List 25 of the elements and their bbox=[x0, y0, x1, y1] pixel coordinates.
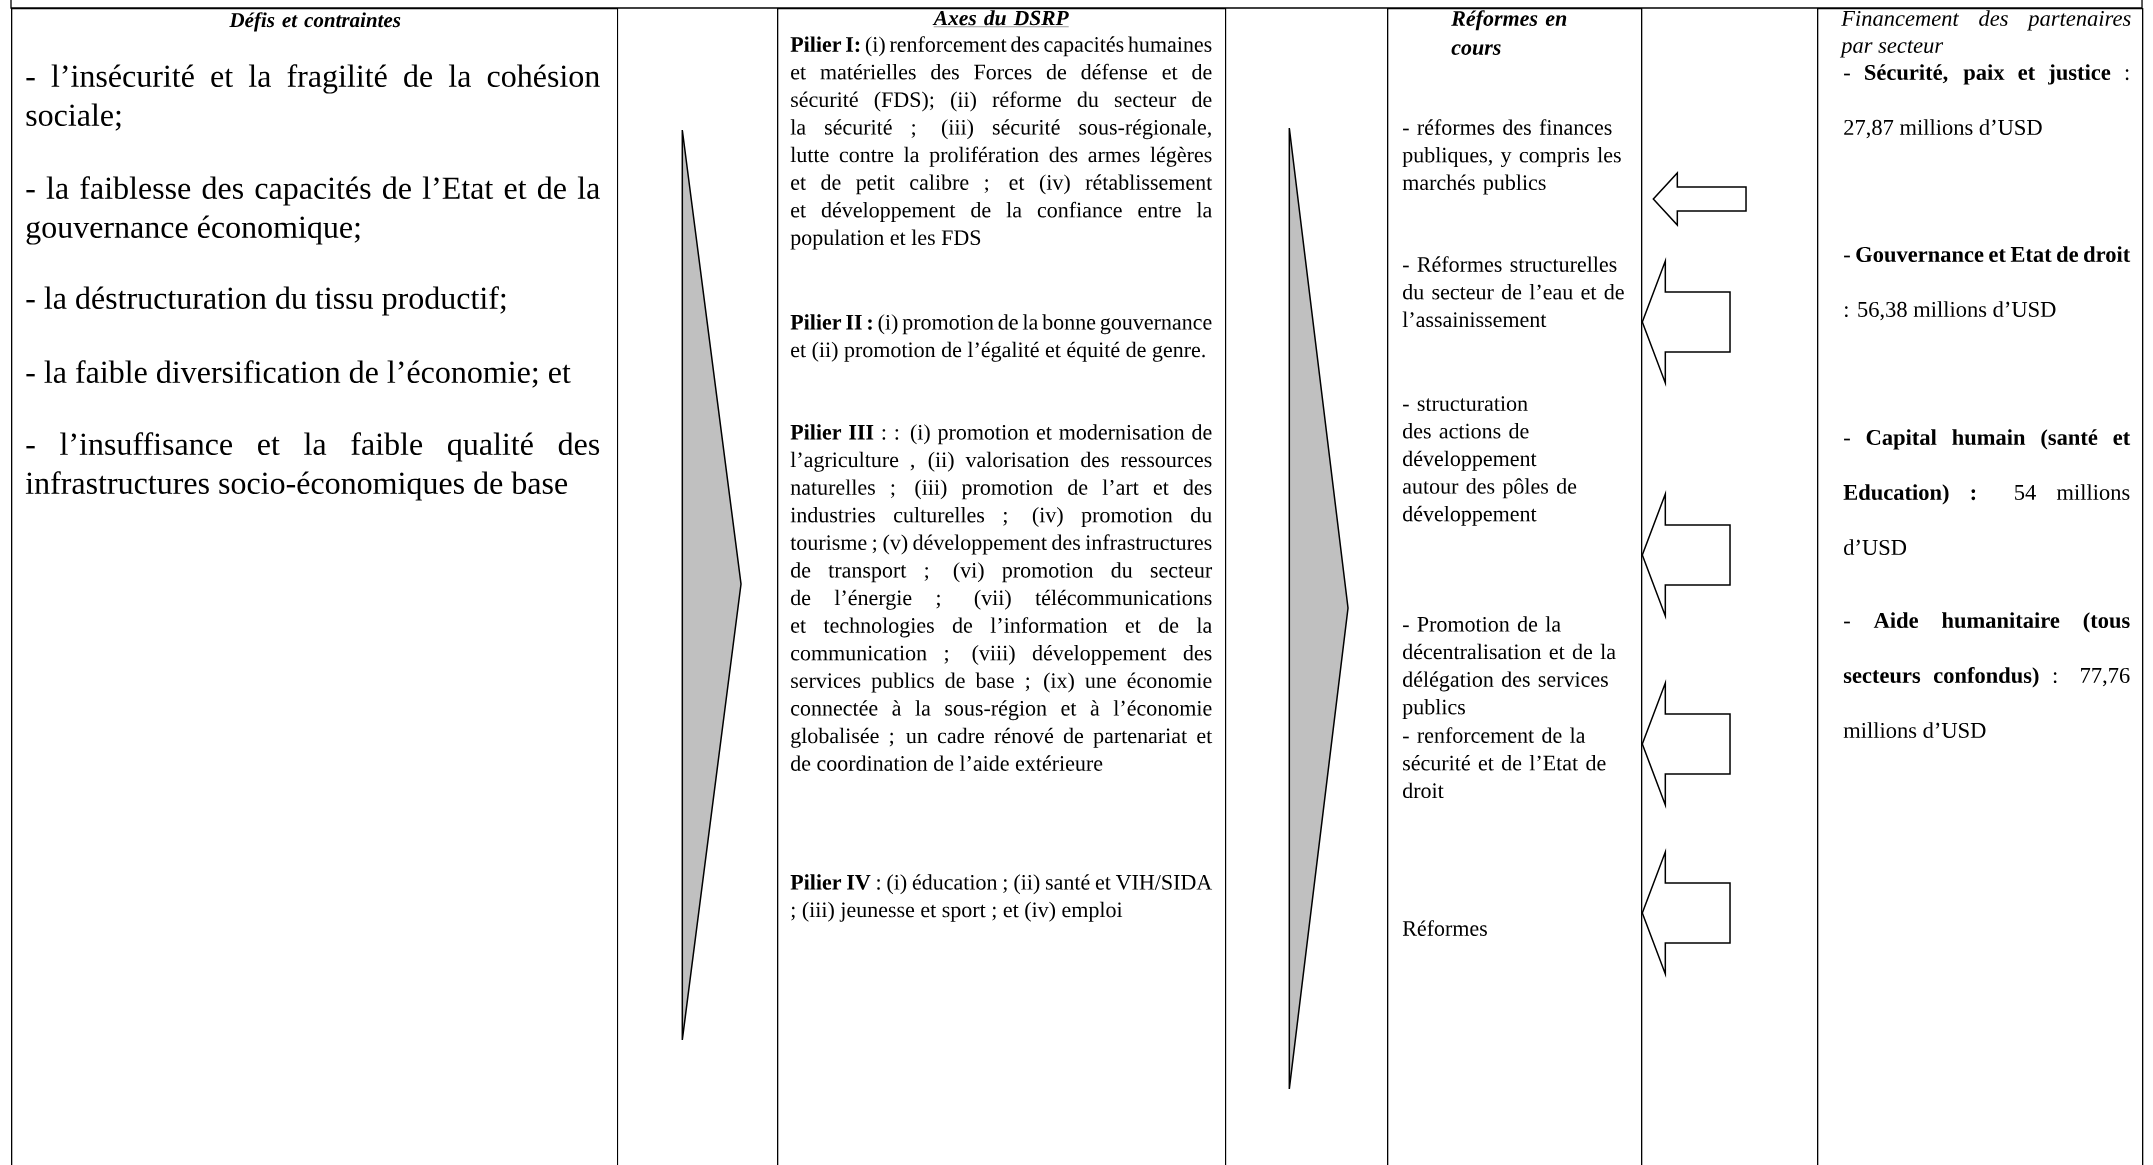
paragraph: Pilier I: (i) renforcement des capacités humaines et matérielles des Forces de défense et de sécurité (FDS); (ii) réforme du secteur de la sécurité ; (iii) sécurité sous-régionale, lutte contre la prolifération des armes légères et de petit calibre ; et (iv) rétablissement et développement de la confiance entre la population et les FDS bbox=[790, 36, 1213, 250]
paragraph: Pilier III : : (i) promotion et modernisation de l’agriculture , (ii) valorisation des ressources naturelles ; (iii) promotion de l’art et des industries culturelles ; (iv) promotion du tourisme ; (v) développement des infrastructures de transport ; (vi) promotion du secteur de l’énergie ; (vii) télécommunications et technologies de l’information et de la communication ; (viii) développement des services publics de base ; (ix) une économie connectée à la sous-région et à l’économie globalisée ; un cadre rénové de partenariat et de coordination de l’aide extérieure bbox=[790, 424, 1213, 771]
paragraph: Pilier IV : (i) éducation ; (ii) santé et VIH/SIDA ; (iii) jeunesse et sport ; et (iv) emploi bbox=[790, 874, 1213, 922]
list-item: - Sécurité, paix et justice : 27,87 millions d’USD bbox=[1844, 64, 2129, 139]
list-item: - l’insécurité et la fragilité de la cohésion sociale; bbox=[26, 64, 600, 131]
list-item: - Réformes structurelles du secteur de l’eau et de l’assainissement bbox=[1402, 256, 1624, 328]
paragraph: Pilier II : (i) promotion de la bonne gouvernance et (ii) promotion de l’égalité et équité de genre. bbox=[790, 314, 1212, 362]
list-item: - la faiblesse des capacités de l’Etat et de la gouvernance économique; bbox=[26, 176, 600, 245]
column-heading: Axes du DSRP bbox=[932, 10, 1069, 27]
list-item: - renforcement de la sécurité et de l’Etat de droit bbox=[1403, 727, 1606, 799]
chevron-arrow bbox=[681, 129, 742, 1041]
list-item: - Capital humain (santé et Education) : 54 millions d’USD bbox=[1843, 429, 2131, 556]
list-item: - la faible diversification de l’économie; et bbox=[26, 360, 571, 388]
list-item: - Gouvernance et Etat de droit : 56,38 millions d’USD bbox=[1844, 246, 2131, 321]
list-item: - réformes des finances publiques, y compris les marchés publics bbox=[1402, 119, 1621, 195]
column-heading: Défis et contraintes bbox=[229, 12, 401, 32]
list-item: - structuration des actions de développement autour des pôles de développement bbox=[1403, 396, 1577, 526]
column-heading: Financement des partenaires par secteur bbox=[1839, 10, 2131, 58]
list-item: - l’insuffisance et la faible qualité des infrastructures socio-économiques de base bbox=[25, 432, 600, 501]
chevron-arrow bbox=[1288, 127, 1349, 1090]
column-heading: Réformes en cours bbox=[1451, 10, 1567, 55]
list-item: - Aide humanitaire (tous secteurs confondus) : 77,76 millions d’USD bbox=[1843, 612, 2130, 739]
list-item: - Promotion de la décentralisation et de la délégation des services publics bbox=[1402, 616, 1616, 719]
list-item: - la déstructuration du tissu productif; bbox=[26, 286, 506, 316]
list-item: Réformes bbox=[1402, 920, 1487, 936]
